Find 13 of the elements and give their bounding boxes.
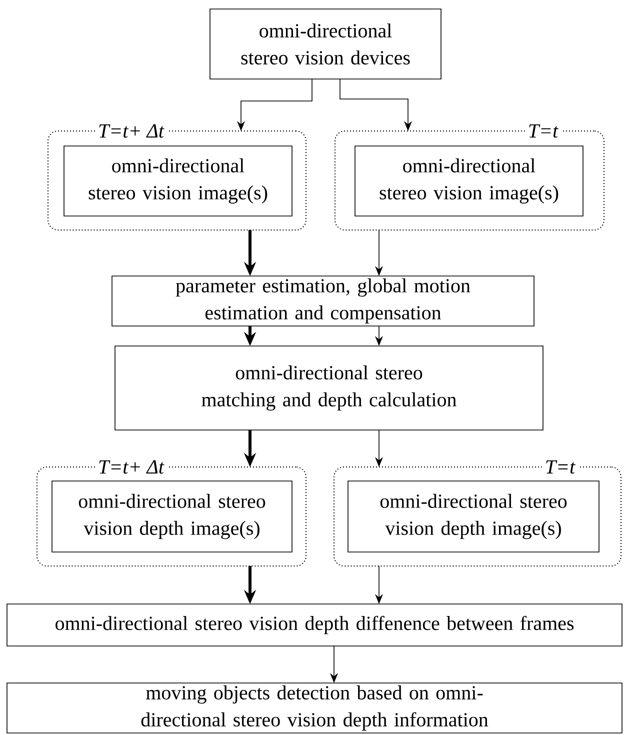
process-box: omni-directional stereo vision image(s) <box>354 146 584 216</box>
process-box: omni-directional stereo vision image(s) <box>64 146 292 216</box>
process-box: omni-directional stereo vision devices <box>210 8 442 80</box>
time-label: T=t <box>542 457 578 477</box>
time-label: T=t <box>524 121 562 141</box>
process-box: moving objects detection based on omni-directional stereo vision depth information <box>6 682 622 734</box>
process-box: omni-directional stereo vision depth image(s) <box>348 480 600 552</box>
time-label: T=t+ Δt <box>95 457 167 477</box>
process-box: parameter estimation, global motion estimation and compensation <box>112 276 534 326</box>
time-label: T=t+ Δt <box>95 121 167 141</box>
process-box: omni-directional stereo vision depth image(s) <box>52 480 292 552</box>
process-box: omni-directional stereo vision depth diffenence between frames <box>6 604 622 646</box>
process-box: omni-directional stereo matching and depth calculation <box>114 346 544 430</box>
